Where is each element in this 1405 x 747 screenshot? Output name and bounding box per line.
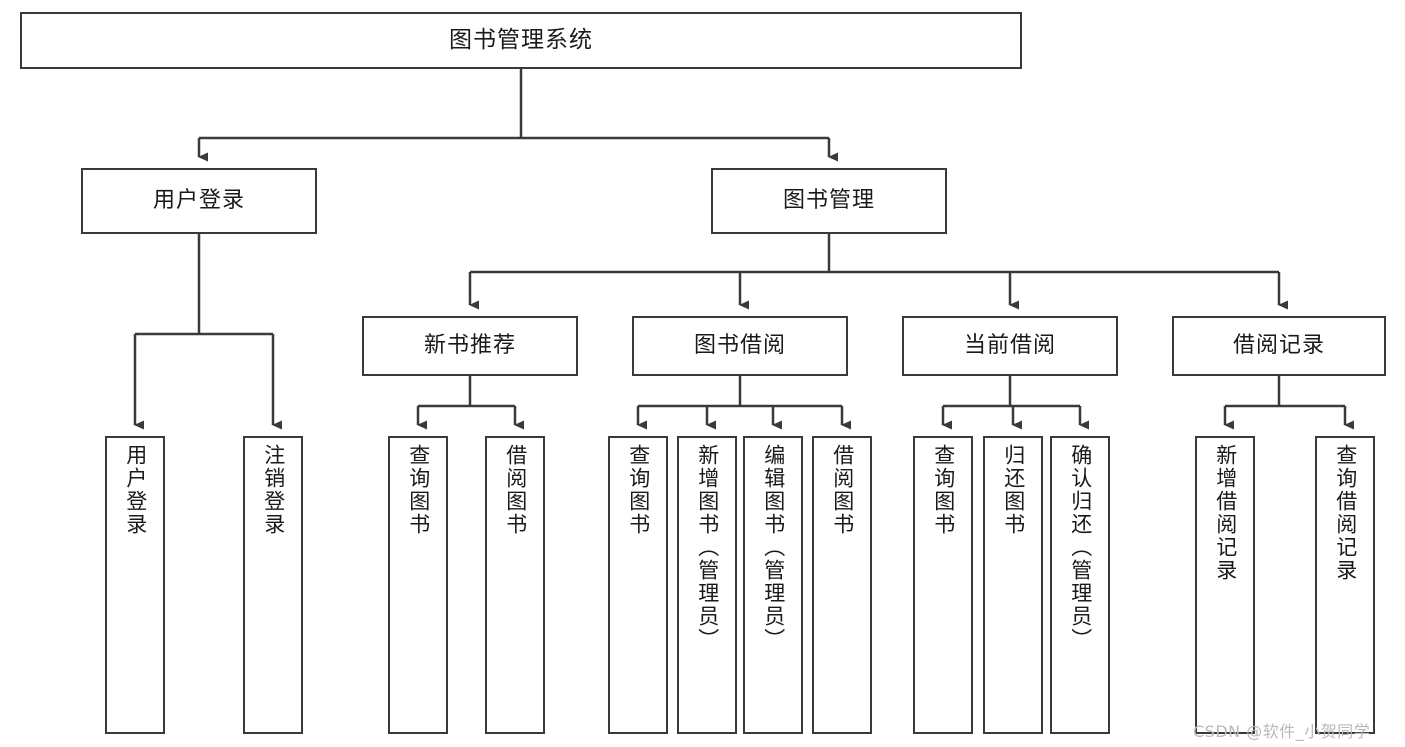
- node-label: 查询借阅记录: [1333, 444, 1358, 582]
- node-current[interactable]: 当前借阅: [902, 316, 1118, 376]
- node-label: 查询图书: [626, 444, 651, 536]
- node-bookmgmt[interactable]: 图书管理: [711, 168, 947, 234]
- node-label: 确认归还（管理员）: [1068, 444, 1093, 651]
- node-l-addrec[interactable]: 新增借阅记录: [1195, 436, 1255, 734]
- node-label: 新书推荐: [423, 333, 516, 359]
- node-newbook[interactable]: 新书推荐: [362, 316, 578, 376]
- node-label: 查询图书: [406, 444, 431, 536]
- node-l-confirm[interactable]: 确认归还（管理员）: [1050, 436, 1110, 734]
- node-label: 用户登录: [152, 188, 245, 214]
- node-label: 当前借阅: [963, 333, 1056, 359]
- node-label: 图书管理: [782, 188, 875, 214]
- connector-lines: [133, 69, 1354, 430]
- node-label: 借阅图书: [830, 444, 855, 536]
- node-borrow[interactable]: 图书借阅: [632, 316, 848, 376]
- node-label: 归还图书: [1001, 444, 1026, 536]
- node-label: 注销登录: [261, 444, 286, 536]
- node-records[interactable]: 借阅记录: [1172, 316, 1386, 376]
- node-l-queryrec[interactable]: 查询借阅记录: [1315, 436, 1375, 734]
- node-label: 借阅图书: [503, 444, 528, 536]
- node-l-query2[interactable]: 查询图书: [608, 436, 668, 734]
- node-l-query1[interactable]: 查询图书: [388, 436, 448, 734]
- node-l-return[interactable]: 归还图书: [983, 436, 1043, 734]
- node-label: 用户登录: [123, 444, 148, 536]
- node-label: 编辑图书（管理员）: [761, 444, 786, 651]
- node-l-logout[interactable]: 注销登录: [243, 436, 303, 734]
- node-l-query3[interactable]: 查询图书: [913, 436, 973, 734]
- node-root[interactable]: 图书管理系统: [20, 12, 1022, 69]
- node-label: 图书借阅: [693, 333, 786, 359]
- node-l-borrow1[interactable]: 借阅图书: [485, 436, 545, 734]
- node-label: 查询图书: [931, 444, 956, 536]
- node-l-borrow2[interactable]: 借阅图书: [812, 436, 872, 734]
- node-label: 新增借阅记录: [1213, 444, 1238, 582]
- node-label: 图书管理系统: [449, 27, 593, 54]
- node-label: 借阅记录: [1232, 333, 1325, 359]
- node-l-edit[interactable]: 编辑图书（管理员）: [743, 436, 803, 734]
- node-login[interactable]: 用户登录: [81, 168, 317, 234]
- node-l-login[interactable]: 用户登录: [105, 436, 165, 734]
- node-l-add[interactable]: 新增图书（管理员）: [677, 436, 737, 734]
- node-label: 新增图书（管理员）: [695, 444, 720, 651]
